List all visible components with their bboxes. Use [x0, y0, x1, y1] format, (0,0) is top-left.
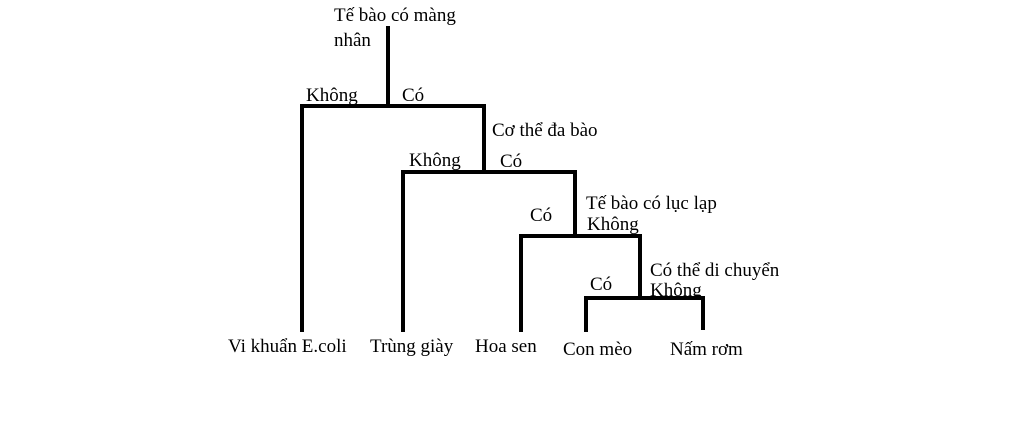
branch-yes-chloroplast: Có — [530, 205, 553, 226]
question-multicellular: Cơ thể đa bào — [492, 120, 598, 141]
question-nucleus: Tế bào có màng nhân — [334, 5, 456, 51]
organism-cat: Con mèo — [563, 339, 633, 360]
branch-no-chloroplast: Không — [587, 214, 639, 235]
branch-yes-multicellular: Có — [500, 151, 523, 172]
branch-yes-nucleus: Có — [402, 85, 425, 106]
branch-no-nucleus: Không — [306, 85, 358, 106]
organism-paramecium: Trùng giày — [370, 336, 454, 357]
organism-mushroom: Nấm rơm — [670, 339, 743, 360]
question-mobile: Có thể di chuyển — [650, 260, 780, 281]
branch-no-multicellular: Không — [409, 150, 461, 171]
organism-ecoli: Vi khuẩn E.coli — [228, 336, 347, 357]
question-chloroplast: Tế bào có lục lạp — [586, 193, 717, 214]
branch-yes-mobile: Có — [590, 274, 613, 295]
organism-lotus: Hoa sen — [475, 336, 537, 357]
branch-no-mobile: Không — [650, 280, 702, 301]
